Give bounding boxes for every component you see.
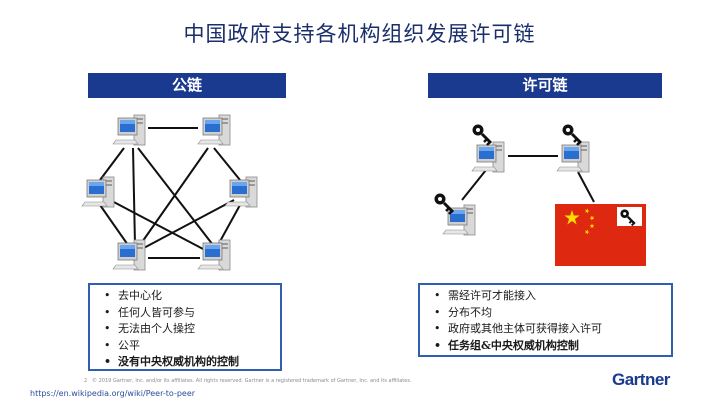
- public-chain-edges: [99, 127, 241, 259]
- permissioned-chain-edges: [461, 155, 595, 203]
- public-chain-header: 公链: [88, 73, 286, 98]
- public-node: [224, 176, 258, 208]
- public-node: [112, 239, 146, 271]
- china-flag-icon: [555, 204, 646, 266]
- permissioned-node: [471, 141, 505, 173]
- key-icon: [433, 192, 455, 216]
- page-number: 2: [84, 378, 88, 384]
- list-item: 去中心化: [104, 288, 274, 305]
- gartner-logo: Gartner: [612, 370, 670, 389]
- list-item: 需经许可才能接入: [434, 288, 665, 305]
- list-item: 无法由个人操控: [104, 321, 274, 338]
- slide-title: 中国政府支持各机构组织发展许可链: [183, 22, 536, 46]
- source-link[interactable]: https://en.wikipedia.org/wiki/Peer-to-pe…: [30, 389, 196, 398]
- public-node: [112, 114, 146, 146]
- copyright-notice: © 2019 Gartner, Inc. and/or its affiliat…: [92, 378, 412, 384]
- list-item: 任务组&中央权威机构控制: [434, 338, 665, 355]
- permissioned-chain-features: 需经许可才能接入 分布不均 政府或其他主体可获得接入许可 任务组&中央权威机构控…: [418, 283, 673, 357]
- permissioned-chain-header: 许可链: [428, 73, 662, 98]
- list-item: 分布不均: [434, 305, 665, 322]
- public-node: [81, 176, 115, 208]
- key-icon: [561, 123, 583, 147]
- list-item: 任何人皆可参与: [104, 305, 274, 322]
- permissioned-node: [556, 141, 590, 173]
- list-item: 公平: [104, 338, 274, 355]
- key-icon: [471, 123, 493, 147]
- public-node: [197, 239, 231, 271]
- public-chain-features: 去中心化 任何人皆可参与 无法由个人操控 公平 没有中央权威机构的控制: [88, 283, 282, 371]
- list-item: 政府或其他主体可获得接入许可: [434, 321, 665, 338]
- list-item: 没有中央权威机构的控制: [104, 354, 274, 371]
- public-node: [197, 114, 231, 146]
